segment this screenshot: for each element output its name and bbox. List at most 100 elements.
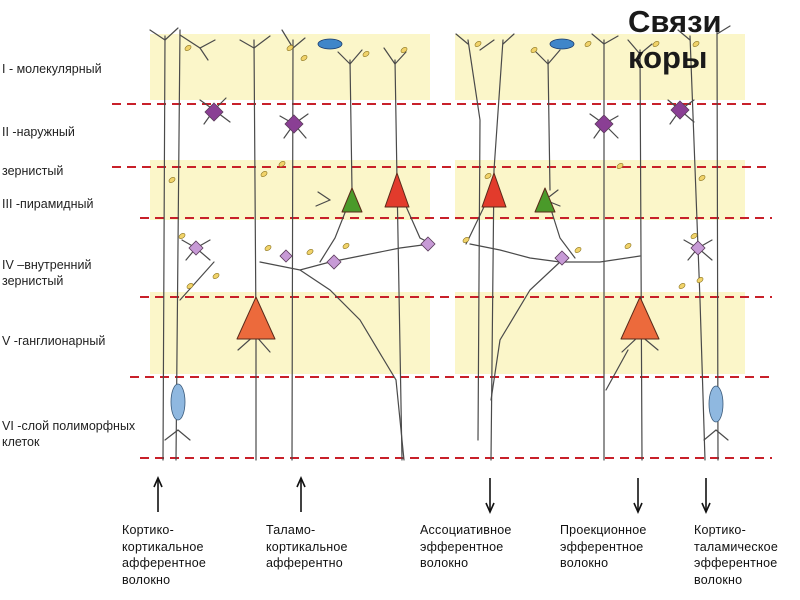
stellate-cell-3: [670, 100, 690, 120]
pyramidal-cell-small-right: [534, 187, 556, 213]
granule-cell-19: [342, 243, 350, 249]
granule-cell-7: [584, 41, 592, 47]
process-6: [467, 39, 481, 441]
spindle-cell-left: [170, 383, 186, 421]
granule-cell-12: [278, 161, 286, 167]
process-23: [337, 51, 351, 65]
process-28: [479, 39, 495, 51]
fiber-caption-thalamo-cortical: Таламо-кортикальное афферентно: [266, 523, 348, 570]
layer-label-2: II -наружный: [2, 125, 75, 139]
stellate-cell-5: [690, 240, 706, 256]
fiber-arrow-head-1: [296, 476, 306, 488]
fiber-caption-associative: Ассоциативное эфферентное волокно: [420, 523, 512, 570]
layer-band-5: [455, 292, 745, 374]
process-29: [502, 33, 515, 45]
granule-cell-9: [692, 41, 700, 47]
process-7: [490, 39, 504, 461]
stellate-cell-4: [188, 240, 204, 256]
granule-cell-24: [186, 283, 194, 289]
stellate-cell-9: [554, 250, 570, 266]
process-74: [164, 429, 179, 441]
granule-cell-17: [264, 245, 272, 251]
process-75: [177, 429, 191, 441]
fiber-caption-cortico-cortical: Кортико-кортикальное афферентное волокно: [122, 523, 207, 587]
process-20: [253, 35, 271, 49]
granule-cell-20: [462, 237, 470, 243]
pyramidal-cell-medium-left: [384, 172, 410, 208]
process-79: [317, 191, 331, 201]
granule-cell-16: [178, 233, 186, 239]
spindle-cell-right: [708, 385, 724, 423]
granule-cell-8: [652, 41, 660, 47]
layer-band-0: [150, 34, 430, 100]
process-43: [547, 199, 576, 259]
stellate-cell-6: [279, 249, 293, 263]
process-4: [349, 59, 353, 191]
process-16: [164, 27, 179, 41]
granule-cell-10: [168, 177, 176, 183]
stellate-cell-8: [420, 236, 436, 252]
diagram-title: Связи коры: [628, 4, 722, 75]
process-21: [292, 37, 306, 49]
layer-band-2: [150, 292, 430, 374]
process-25: [394, 51, 407, 65]
fiber-arrow-head-4: [701, 502, 711, 514]
layer-label-3: III -пирамидный: [2, 197, 94, 211]
layer-band-1: [150, 160, 430, 220]
granule-cell-0: [184, 45, 192, 51]
granule-cell-21: [574, 247, 582, 253]
process-24: [349, 49, 363, 65]
granule-cell-4: [400, 47, 408, 53]
fiber-arrow-head-0: [153, 476, 163, 488]
granule-cell-6: [530, 47, 538, 53]
granule-cell-23: [690, 233, 698, 239]
process-15: [149, 29, 166, 41]
neuron-bodies: [168, 38, 724, 423]
granule-cell-26: [678, 283, 686, 289]
process-77: [715, 429, 729, 441]
fiber-arrow-head-3: [633, 502, 643, 514]
stellate-cell-0: [204, 102, 224, 122]
process-33: [603, 35, 619, 45]
pyramidal-cell-small-left: [341, 187, 363, 213]
horizontal-cell-left: [317, 38, 343, 50]
granule-cell-18: [306, 249, 314, 255]
granule-cell-5: [474, 41, 482, 47]
stellate-cell-7: [326, 254, 342, 270]
process-37: [716, 25, 731, 35]
process-34: [639, 43, 653, 55]
fiber-arrows: [153, 476, 711, 514]
process-11: [689, 35, 706, 461]
stellate-cell-1: [284, 114, 304, 134]
neuron-processes: [149, 25, 731, 461]
fiber-caption-cortico-thalamic: Кортико-таламическое эфферентное волокно: [694, 523, 778, 587]
process-30: [535, 51, 549, 65]
process-8: [547, 59, 551, 191]
process-18: [199, 47, 209, 61]
process-36: [677, 29, 691, 41]
process-42: [319, 199, 351, 263]
granule-cell-3: [362, 51, 370, 57]
layer-label-6: VI -слой полиморфных клеток: [2, 419, 136, 449]
process-31: [547, 49, 561, 65]
fiber-caption-projection: Проекционное эфферентное волокно: [560, 523, 647, 570]
process-32: [591, 33, 605, 45]
process-19: [239, 39, 255, 49]
granule-cell-25: [212, 273, 220, 279]
granule-cell-13: [484, 173, 492, 179]
process-38: [259, 243, 431, 271]
fiber-arrow-head-2: [485, 502, 495, 514]
process-10: [639, 49, 643, 461]
process-39: [469, 243, 641, 263]
granule-cell-14: [616, 163, 624, 169]
layer-boundaries: [112, 103, 772, 459]
layer-label-2-cont: зернистый: [2, 164, 64, 178]
pyramidal-cell-large-right: [620, 296, 660, 340]
pyramidal-cell-medium-right: [481, 172, 507, 208]
layer-label-5: V -ганглионарный: [2, 334, 106, 348]
process-78: [315, 199, 331, 207]
granule-cell-11: [260, 171, 268, 177]
process-14: [179, 261, 215, 301]
horizontal-cell-right: [549, 38, 575, 50]
layer-label-1: I - молекулярный: [2, 62, 102, 76]
